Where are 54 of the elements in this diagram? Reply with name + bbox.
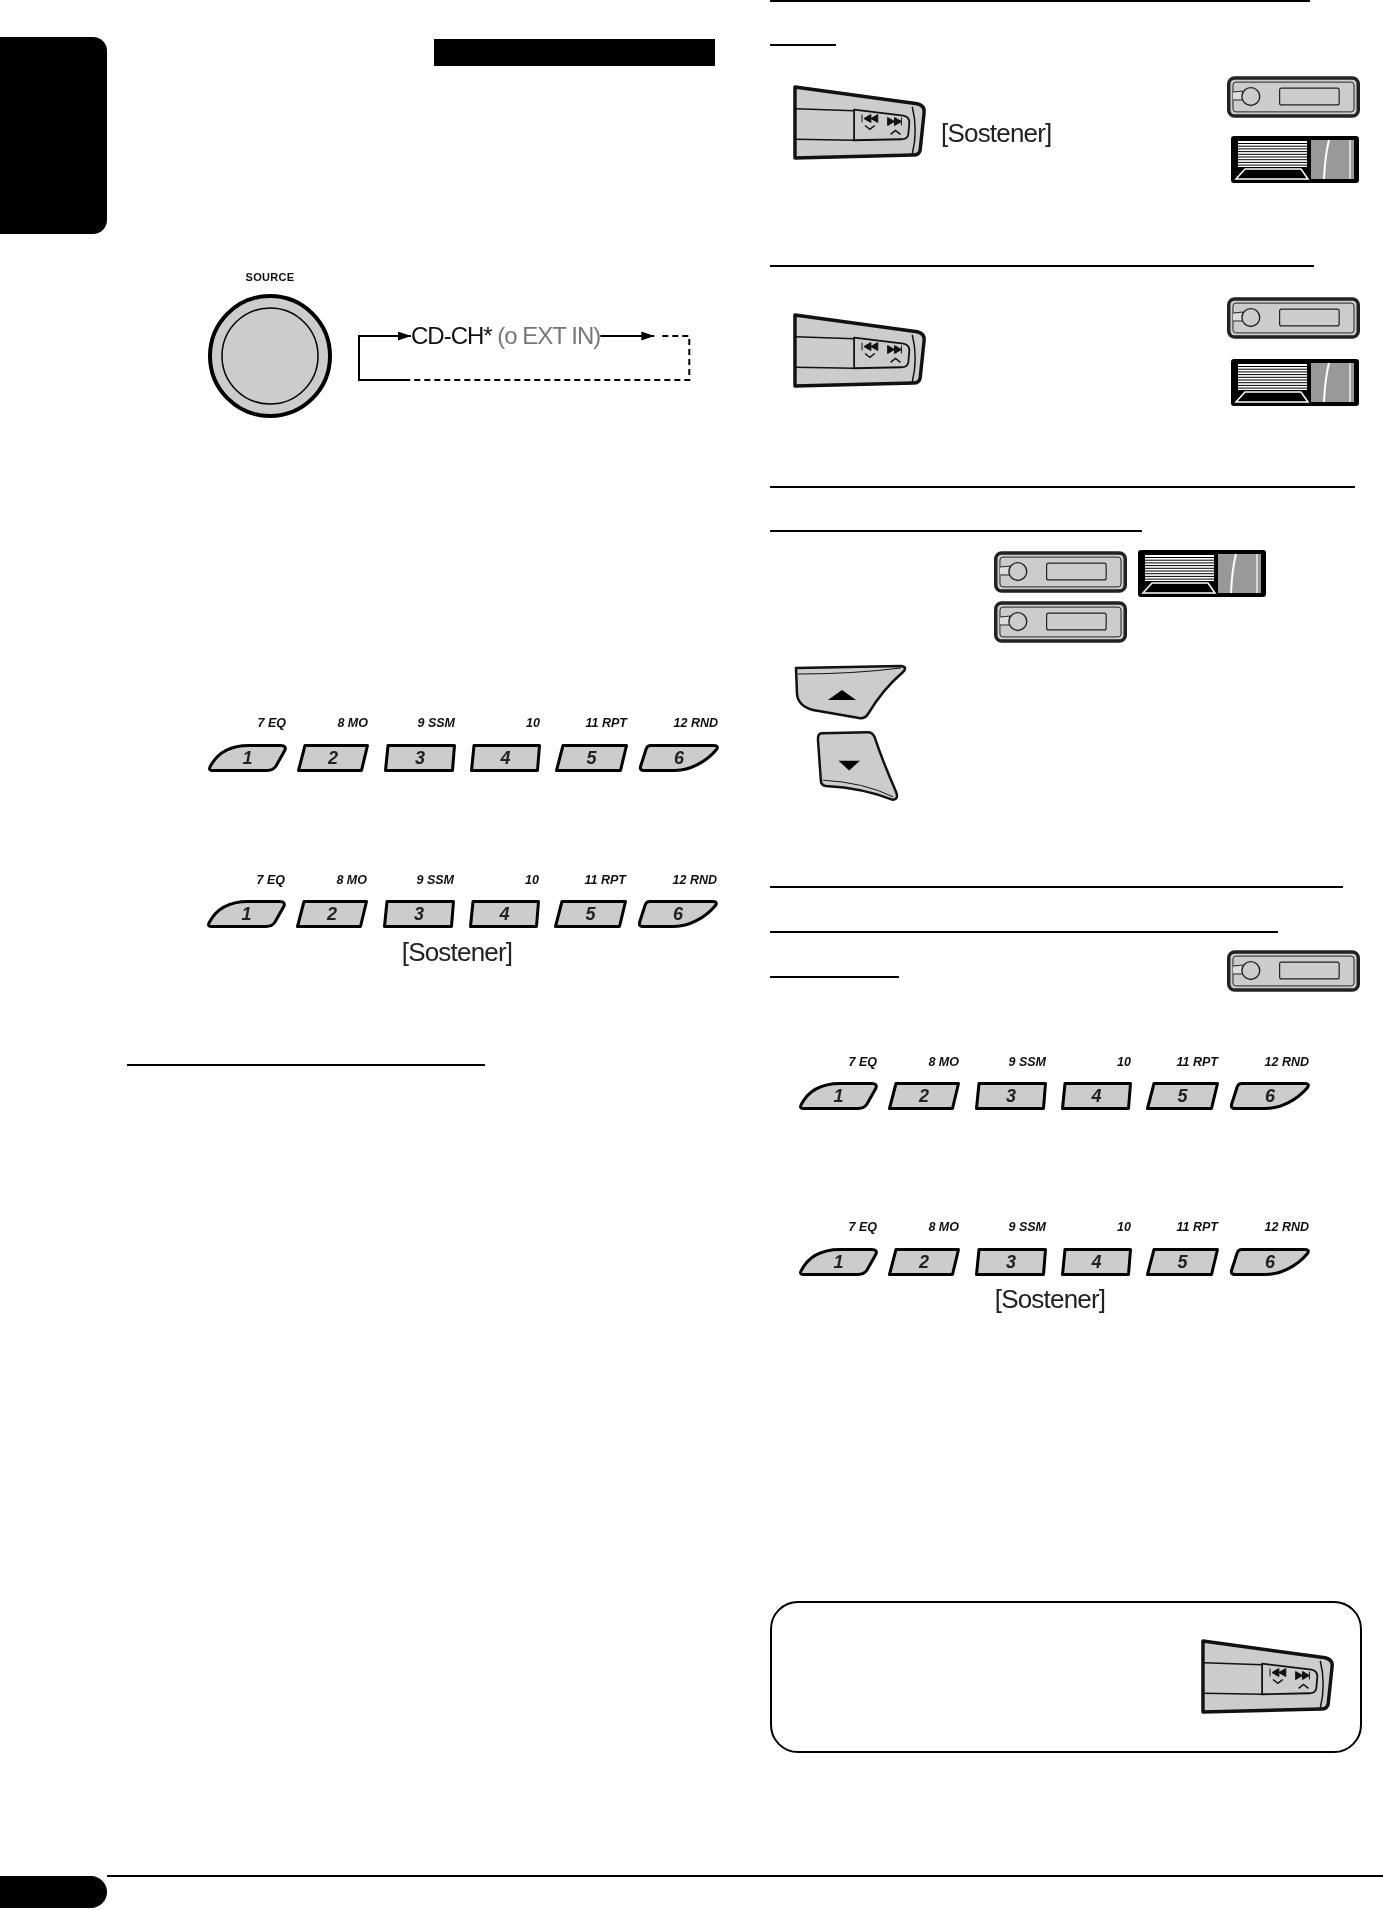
preset-button: 2 [887, 1081, 961, 1111]
preset-button: 2 [295, 899, 369, 929]
function-label: 8 MO [928, 1220, 959, 1235]
function-label: 11 RPT [585, 716, 627, 731]
function-label: 11 RPT [1176, 1220, 1218, 1235]
preset-button: 4 [468, 899, 541, 929]
preset-button: 1 [206, 899, 287, 929]
instruction-text: [Sostener] [994, 1283, 1106, 1315]
preset-button: 5 [1145, 1081, 1220, 1111]
preset-button: 2 [887, 1247, 961, 1277]
button-label: SOURCE [245, 270, 295, 284]
preset-button: 1 [798, 1081, 879, 1111]
function-label: 12 RND [673, 716, 718, 731]
preset-button: 3 [974, 1247, 1048, 1277]
function-label: 8 MO [336, 873, 367, 888]
title-bar [434, 39, 715, 66]
preset-button: 5 [554, 743, 629, 773]
function-label: 10 [525, 873, 539, 888]
function-label: 12 RND [1264, 1055, 1309, 1070]
function-label: 9 SSM [417, 716, 455, 731]
instruction-text: [Sostener] [401, 936, 513, 968]
preset-button: 3 [974, 1081, 1048, 1111]
preset-button: 6 [1229, 1081, 1311, 1111]
preset-button: 4 [469, 743, 542, 773]
function-label: 12 RND [1264, 1220, 1309, 1235]
preset-button: 6 [1229, 1247, 1311, 1277]
preset-button: 2 [296, 743, 370, 773]
function-label: 7 EQ [848, 1220, 877, 1235]
function-label: 9 SSM [416, 873, 454, 888]
function-label: 7 EQ [848, 1055, 877, 1070]
function-label: 7 EQ [257, 716, 286, 731]
function-label: 9 SSM [1008, 1055, 1046, 1070]
function-label: 8 MO [928, 1055, 959, 1070]
function-label: 10 [1117, 1055, 1131, 1070]
function-label: 12 RND [672, 873, 717, 888]
function-label: 8 MO [337, 716, 368, 731]
function-label: 10 [526, 716, 540, 731]
preset-button: 3 [382, 899, 456, 929]
function-label: 10 [1117, 1220, 1131, 1235]
preset-button: 5 [1145, 1247, 1220, 1277]
preset-button: 5 [553, 899, 628, 929]
instruction-text: [Sostener] [941, 117, 1052, 149]
preset-button: 3 [383, 743, 457, 773]
function-label: 9 SSM [1008, 1220, 1046, 1235]
function-label: 11 RPT [1176, 1055, 1218, 1070]
preset-button: 4 [1060, 1247, 1133, 1277]
preset-button: 1 [207, 743, 288, 773]
preset-button: 6 [637, 899, 719, 929]
function-label: 7 EQ [256, 873, 285, 888]
preset-button: 6 [638, 743, 720, 773]
function-label: 11 RPT [584, 873, 626, 888]
preset-button: 1 [798, 1247, 879, 1277]
preset-button: 4 [1060, 1081, 1133, 1111]
source-list-text: CD-CH* (o EXT IN) [411, 318, 601, 354]
